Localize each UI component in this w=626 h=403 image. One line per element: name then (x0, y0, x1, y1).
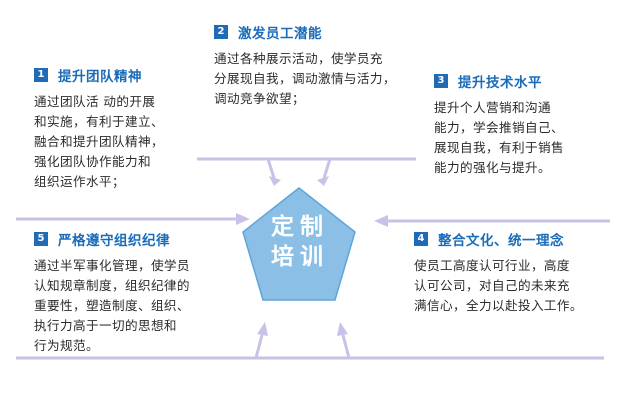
arrow-bottom-right (337, 322, 348, 336)
item-team-spirit: 1 提升团队精神 通过团队活 动的开展 和实施，有利于建立、 融合和提升团队精神… (34, 64, 164, 192)
item-body: 通过各种展示活动，使学员充 分展现自我，调动激情与活力， 调动竞争欲望； (214, 49, 396, 109)
item-title: 提升团队精神 (58, 69, 142, 85)
connector-bottom (16, 334, 604, 360)
arrow-middle-left (236, 213, 250, 225)
item-number-badge: 1 (34, 68, 48, 82)
item-body: 提升个人营销和沟通 能力，学会推销自己、 展现自我，有利于销售 能力的强化与提升… (434, 98, 564, 178)
item-body-line: 通过各种展示活动，使学员充 (214, 51, 383, 66)
item-number-badge: 5 (34, 232, 48, 246)
item-body-line: 展现自我，有利于销售 (434, 140, 564, 155)
item-employee-potential: 2 激发员工潜能 通过各种展示活动，使学员充 分展现自我，调动激情与活力， 调动… (214, 21, 396, 109)
item-title: 激发员工潜能 (238, 26, 322, 42)
item-body-line: 重要性，塑造制度、组织、 (34, 298, 190, 313)
item-body: 通过半军事化管理，使学员 认知规章制度，组织纪律的 重要性，塑造制度、组织、 执… (34, 256, 190, 356)
item-number-badge: 3 (434, 74, 448, 88)
item-body-line: 通过半军事化管理，使学员 (34, 258, 190, 273)
item-body-line: 分展现自我，调动激情与活力， (214, 71, 396, 86)
item-number-badge: 2 (214, 25, 228, 39)
arrow-middle-right (374, 215, 388, 227)
item-body-line: 能力，学会推销自己、 (434, 120, 564, 135)
item-title: 提升技术水平 (458, 75, 542, 91)
item-body-line: 行为规范。 (34, 338, 99, 353)
center-label: 定制 培训 (250, 186, 350, 300)
center-pentagon (242, 187, 356, 301)
item-body-line: 融合和提升团队精神， (34, 134, 164, 149)
item-body-line: 提升个人营销和沟通 (434, 100, 551, 115)
item-culture-integration: 4 整合文化、统一理念 使员工高度认可行业，高度 认可公司，对自己的未来充 满信… (414, 228, 583, 316)
item-body: 使员工高度认可行业，高度 认可公司，对自己的未来充 满信心，全力以赴投入工作。 (414, 256, 583, 316)
center-label-line1: 定制 (271, 214, 329, 240)
item-title: 严格遵守组织纪律 (58, 233, 170, 249)
arrow-top-left (269, 176, 281, 186)
item-body-line: 组织运作水平； (34, 174, 125, 189)
connector-middle (16, 217, 610, 223)
arrow-bottom-left (257, 322, 268, 336)
item-technical-level: 3 提升技术水平 提升个人营销和沟通 能力，学会推销自己、 展现自我，有利于销售… (434, 70, 564, 178)
center-label-line2: 培训 (271, 244, 329, 270)
item-body-line: 满信心，全力以赴投入工作。 (414, 298, 583, 313)
item-body-line: 认知规章制度，组织纪律的 (34, 278, 190, 293)
item-body-line: 调动竞争欲望； (214, 91, 305, 106)
item-body-line: 强化团队协作能力和 (34, 154, 151, 169)
item-body-line: 能力的强化与提升。 (434, 160, 551, 175)
arrow-top-right (317, 176, 329, 186)
item-body-line: 认可公司，对自己的未来充 (414, 278, 570, 293)
item-body-line: 使员工高度认可行业，高度 (414, 258, 570, 273)
item-title: 整合文化、统一理念 (438, 233, 564, 249)
item-body-line: 和实施，有利于建立、 (34, 114, 164, 129)
item-number-badge: 4 (414, 232, 428, 246)
item-body-line: 通过团队活 动的开展 (34, 94, 156, 109)
connector-top (197, 157, 416, 179)
item-body-line: 执行力高于一切的思想和 (34, 318, 177, 333)
item-body: 通过团队活 动的开展 和实施，有利于建立、 融合和提升团队精神， 强化团队协作能… (34, 92, 164, 192)
item-discipline: 5 严格遵守组织纪律 通过半军事化管理，使学员 认知规章制度，组织纪律的 重要性… (34, 228, 190, 356)
